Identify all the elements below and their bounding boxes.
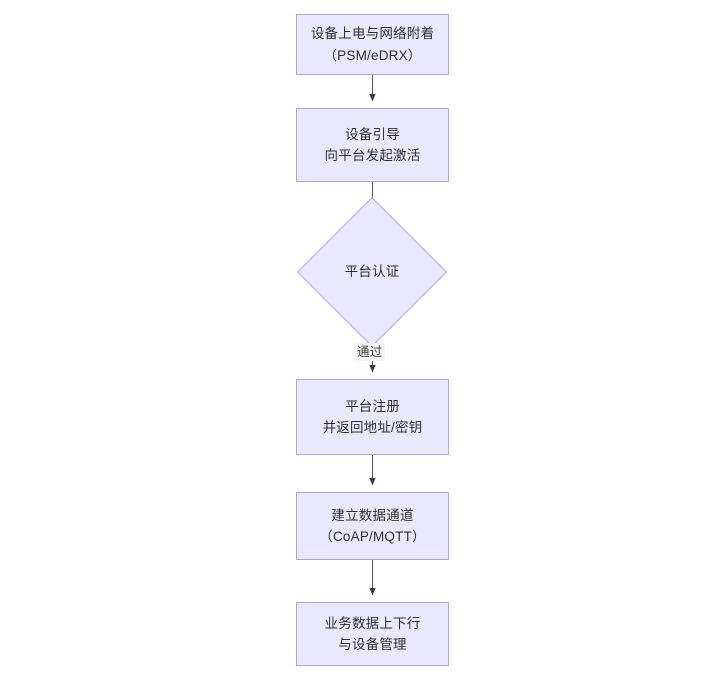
- flow-node-label: 建立数据通道 （CoAP/MQTT）: [319, 507, 426, 544]
- flow-node-label: 设备引导 向平台发起激活: [324, 126, 421, 163]
- flow-node-platform-auth-label: 平台认证: [319, 219, 425, 325]
- flow-node-label: 平台注册 并返回地址/密钥: [322, 398, 423, 435]
- flow-node-business-data[interactable]: 业务数据上下行 与设备管理: [296, 602, 449, 666]
- flow-node-label: 业务数据上下行 与设备管理: [324, 615, 421, 652]
- flow-node-label: 设备上电与网络附着 （PSM/eDRX）: [310, 26, 435, 63]
- flow-node-device-bootstrap[interactable]: 设备引导 向平台发起激活: [296, 108, 449, 182]
- edge-label-pass: 通过: [354, 343, 386, 362]
- flow-node-data-channel[interactable]: 建立数据通道 （CoAP/MQTT）: [296, 492, 449, 560]
- edge-label-text: 通过: [357, 345, 383, 359]
- flow-node-device-power-on[interactable]: 设备上电与网络附着 （PSM/eDRX）: [296, 14, 449, 75]
- flow-node-platform-register[interactable]: 平台注册 并返回地址/密钥: [296, 379, 449, 455]
- flow-node-label: 平台认证: [344, 264, 400, 280]
